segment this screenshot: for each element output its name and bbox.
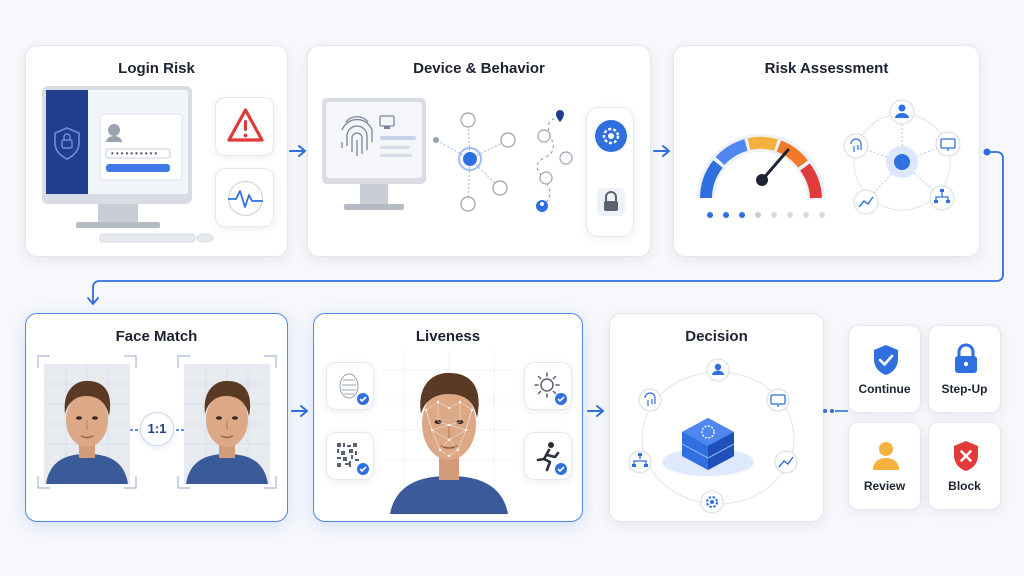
risk-level-dots (707, 212, 825, 218)
match-dashed-link (130, 429, 186, 431)
login-risk-card: Login Risk •••••••••• (25, 45, 288, 257)
outcome-continue: Continue (848, 325, 921, 413)
device-behavior-title: Device & Behavior (413, 60, 545, 77)
outcome-continue-label: Continue (858, 382, 911, 396)
sun-icon (534, 372, 567, 405)
liveness-card: Liveness (313, 313, 583, 522)
flow-arrow-4 (587, 405, 604, 417)
flow-connector-return (87, 148, 1004, 305)
fingerprint-monitor-icon (322, 98, 426, 210)
lock-icon (955, 343, 977, 373)
login-risk-title: Login Risk (118, 60, 195, 77)
one-to-one-badge: 1:1 (140, 412, 174, 446)
outcome-connector (823, 409, 848, 413)
reference-face-photo (37, 355, 137, 489)
flow-arrow-1 (289, 145, 306, 157)
outcome-step-up: Step-Up (928, 325, 1001, 413)
svg-text:••••••••••: •••••••••• (110, 150, 158, 159)
lighting-check-tile (524, 362, 572, 410)
outcome-block-label: Block (948, 479, 981, 493)
decision-title: Decision (685, 328, 748, 345)
one-to-one-label: 1:1 (147, 421, 167, 436)
running-person-icon (536, 442, 567, 475)
risk-signal-network (843, 99, 961, 215)
risk-gauge (697, 134, 825, 199)
shield-check-icon (874, 345, 898, 375)
behavior-path-graph (536, 110, 573, 212)
face-scan-icon (339, 373, 369, 405)
live-face-photo (177, 355, 277, 489)
warning-tile (215, 97, 274, 156)
decision-engine-graph (628, 358, 798, 514)
qr-code-tile (326, 432, 374, 480)
activity-pulse-icon (227, 180, 264, 217)
outcome-review-label: Review (863, 479, 906, 493)
risk-assessment-card: Risk Assessment (673, 45, 980, 257)
device-behavior-card: Device & Behavior (307, 45, 651, 257)
flow-arrow-2 (653, 145, 670, 157)
decision-card: Decision (609, 313, 824, 522)
face-scan-tile (326, 362, 374, 410)
liveness-face-mesh (382, 350, 516, 514)
shield-x-icon (954, 441, 978, 471)
liveness-title: Liveness (415, 328, 481, 345)
person-icon (873, 442, 899, 470)
computer-monitor-icon: •••••••••• (42, 86, 214, 243)
face-match-title: Face Match (115, 328, 198, 345)
warning-icon (227, 108, 264, 142)
outcome-review: Review (848, 422, 921, 510)
outcome-step-up-label: Step-Up (941, 382, 988, 396)
face-match-card: Face Match 1:1 (25, 313, 288, 522)
device-settings-tile (586, 107, 634, 237)
risk-assessment-title: Risk Assessment (764, 60, 889, 77)
device-network-graph (433, 112, 516, 212)
activity-tile (215, 168, 274, 227)
outcome-block: Block (928, 422, 1001, 510)
qr-code-icon (337, 443, 369, 475)
gear-icon (595, 120, 627, 152)
padlock-icon (597, 188, 625, 216)
motion-check-tile (524, 432, 572, 480)
flow-arrow-3 (291, 405, 308, 417)
